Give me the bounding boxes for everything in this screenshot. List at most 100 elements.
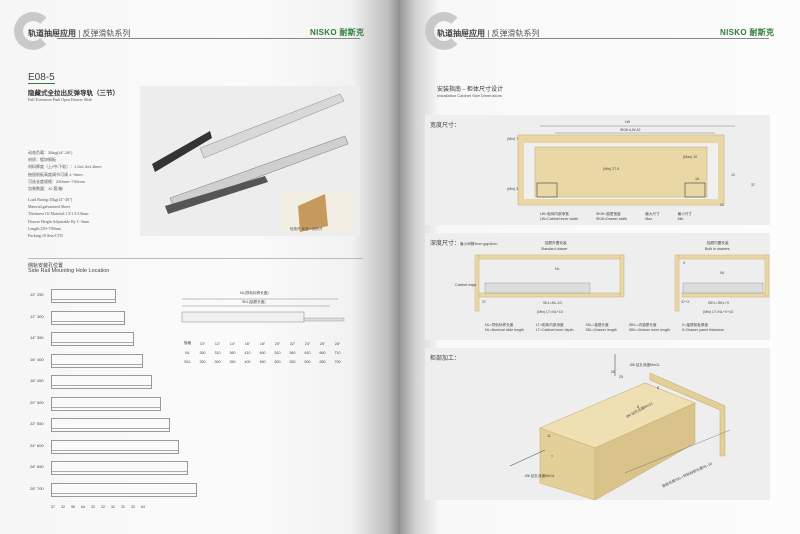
spec-line: Length:250~700mm <box>28 225 61 231</box>
table-cell: 400 <box>244 359 251 364</box>
rail-nl-label: NL(导轨标称长度) <box>240 291 269 295</box>
dim-8: 8 <box>657 386 659 390</box>
specs-cn: 动态负载：35kg(14"-28") 材质：镀锌钢板 材料厚度（上/中/下轨）：… <box>28 149 102 192</box>
install-title-en: Installation Cabinet Size Dimensions <box>437 93 502 98</box>
table-header-cell: 22" <box>289 341 296 346</box>
dim-x: X <box>683 261 686 265</box>
hole-spacing: 64 <box>81 505 85 509</box>
header-rule <box>466 38 769 39</box>
logo-ring-icon <box>425 12 463 50</box>
rail-hole-row <box>51 375 152 389</box>
dim-skl: SKL=NL-10 <box>543 301 562 305</box>
spec-line: 抽屉前板高度调节可调 1~3mm <box>28 171 83 177</box>
dim-25: 25 <box>619 375 623 379</box>
panel-label: 深度尺寸： <box>430 241 461 247</box>
install-title-cn: 安装指南 – 柜体尺寸设计 <box>437 87 504 93</box>
table-cell: 600 <box>304 359 311 364</box>
legend-cn: 最大尺寸 <box>645 212 660 216</box>
panel-label: 柜部加工： <box>430 356 461 362</box>
dim-21: 21 <box>720 203 724 207</box>
rail-hole-row <box>51 353 143 368</box>
dim-gap: 最小间隙3mm gap3mm <box>460 242 498 246</box>
brand-logo: NISKO 耐斯克 <box>310 28 365 37</box>
table-header-cell: 18" <box>259 341 266 346</box>
product-title-en: Full Extension Push Open Drawer Slide <box>28 97 93 102</box>
table-cell: 300 <box>214 359 221 364</box>
section-rule <box>28 258 363 259</box>
table-header-cell: 12" <box>214 341 221 346</box>
brand-logo: NISKO 耐斯克 <box>720 28 775 37</box>
hole-spacing: 32 <box>131 505 135 509</box>
left-page: 轨道抽屉应用 | 反弹滑轨系列 NISKO 耐斯克 E08-5 隐藏式全拉出反弹… <box>0 0 400 534</box>
legend-cn: ISKL=内抽屉长度 <box>628 323 657 327</box>
legend-cn: X=抽屉前板厚度 <box>682 323 709 327</box>
size-label: 22" 550 <box>30 421 44 426</box>
dim-26: 26 <box>611 370 615 374</box>
table-cell: 560 <box>289 350 296 355</box>
size-label: 26" 650 <box>30 464 44 469</box>
rail-hole-row <box>51 332 134 346</box>
logo-ring-icon <box>14 12 52 50</box>
table-cell: 450 <box>259 359 266 364</box>
rail-skl-label: SKL(抽屉长度) <box>242 300 266 304</box>
photo-caption: 轻按开 优雅一按即开 <box>290 226 323 231</box>
spec-line: 材料厚度（上/中/下轨）：1.5x1.5x1.8mm <box>28 164 102 170</box>
dim-min27: (Min) 27.5 <box>603 167 620 171</box>
legend-en: Max <box>645 217 653 221</box>
legend-cn: LT=柜体内部深度 <box>536 323 564 327</box>
size-label: 14" 350 <box>30 335 44 340</box>
size-label: 16" 400 <box>30 356 44 362</box>
dim-8: 8 <box>637 405 639 409</box>
dim-37: 37 <box>482 300 486 304</box>
dim-lw: LW <box>625 120 631 124</box>
legend-en: LW=Cabinet inner width <box>540 217 578 221</box>
spec-line: Load Rating:35kg(14"-28") <box>28 197 73 202</box>
table-header-cell: 10" <box>199 341 206 346</box>
table-cell: 650 <box>319 359 326 364</box>
legend-cn: SKL=抽屉长度 <box>585 323 609 327</box>
table-cell: 500 <box>274 359 281 364</box>
header-title: 轨道抽屉应用 | 反弹滑轨系列 <box>437 29 540 38</box>
spec-line: 包装数量：10 套/箱 <box>28 186 63 192</box>
rail-hole-row <box>51 439 179 454</box>
table-cell: 460 <box>259 350 266 355</box>
table-header-cell: 14" <box>229 341 236 346</box>
rail-drawing: NL(导轨标称长度) SKL(抽屉长度) <box>180 290 345 330</box>
hole-spacing: 64 <box>141 505 145 509</box>
table-cell: 360 <box>229 350 236 355</box>
legend-en: SKL=Drawer length <box>585 328 617 332</box>
product-photo: 轻按开 优雅一按即开 <box>140 86 360 236</box>
dim-lt: (Min) LT=NL+10 <box>537 310 563 314</box>
dim-16: 16 <box>695 177 699 181</box>
legend-en: Min <box>677 217 684 221</box>
table-cell: 410 <box>244 350 251 355</box>
size-label: 18" 450 <box>30 378 44 383</box>
panel-label: 宽度尺寸： <box>430 123 461 129</box>
dim-11: 11 <box>547 434 551 438</box>
legend-en: LT=Cabinet inner depth <box>536 328 574 332</box>
table-header-cell: 20" <box>274 341 281 346</box>
legend-en: SKW=Drawer width <box>596 217 628 221</box>
hole-spacing: 32 <box>61 505 65 509</box>
cabinet-edge-label: Cabinet edge <box>455 283 477 287</box>
table-cell: NL <box>185 350 190 355</box>
dim-min3: (Min) 3 <box>507 187 519 191</box>
rail-hole-row <box>51 418 170 432</box>
spec-line: 可选长度规格：250mm~700mm <box>28 178 86 184</box>
size-label: 10" 250 <box>30 292 44 297</box>
table-header-cell: 26" <box>319 341 326 346</box>
hole-spacing: 32 <box>111 505 115 509</box>
dim-iskl: ISKL=SKL+X <box>708 301 730 305</box>
hole-section-title-en: Side Rail Mounting Hole Location <box>28 268 110 274</box>
table-cell: 250 <box>199 359 206 364</box>
rail-hole-row <box>51 396 161 411</box>
